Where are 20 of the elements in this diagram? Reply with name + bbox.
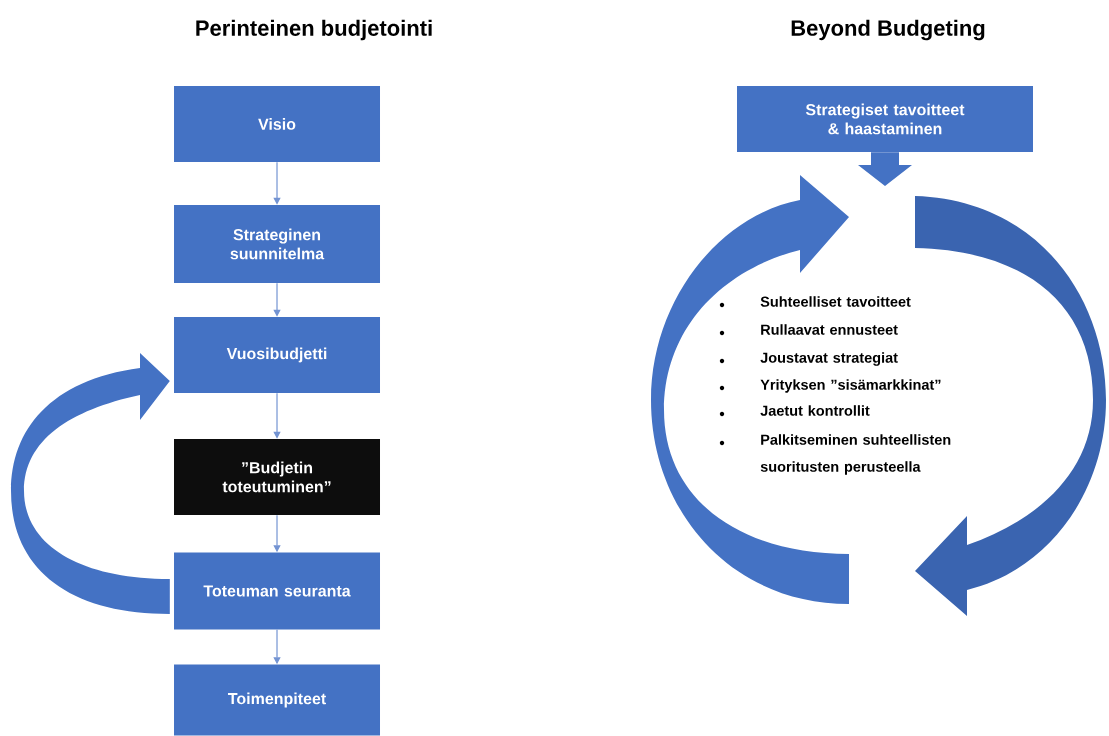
block-arrow	[11, 353, 170, 614]
block-arrow	[858, 152, 912, 186]
bullet-item: Rullaavat ennusteet	[719, 324, 898, 336]
bullet-item: Palkitseminen suhteellisten suoritusten perusteella	[719, 434, 951, 475]
bullet-item: Joustavat strategiat	[719, 352, 898, 366]
bullet-item: Yrityksen ”sisämarkkinat”	[719, 379, 941, 393]
arrow	[273, 282, 281, 317]
process-box: Vuosibudjetti	[174, 317, 380, 393]
bullet-item: Jaetut kontrollit	[719, 405, 870, 417]
process-box: Toimenpiteet	[174, 664, 380, 736]
process-box: Strategiset tavoitteet & haastaminen	[737, 86, 1033, 152]
process-box: Strateginen suunnitelma	[174, 205, 380, 283]
bullet-item: Suhteelliset tavoitteet	[719, 296, 911, 308]
column-heading: Perinteinen budjetointi	[196, 19, 432, 41]
highlight-box: ”Budjetin toteutuminen”	[174, 439, 380, 515]
arrow	[273, 392, 281, 439]
process-box: Toteuman seuranta	[174, 552, 380, 630]
column-heading: Beyond Budgeting	[791, 19, 985, 41]
arrow	[273, 161, 281, 205]
process-box: Visio	[174, 86, 380, 162]
